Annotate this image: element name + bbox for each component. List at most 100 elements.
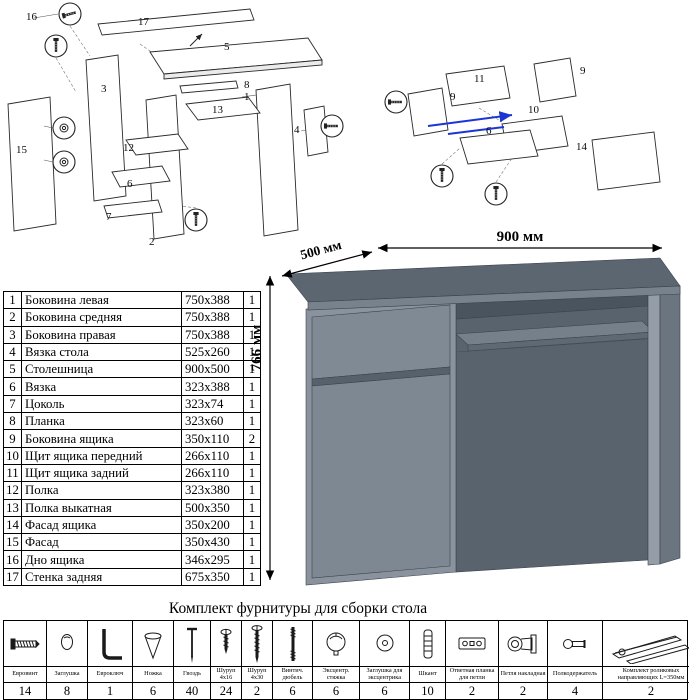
hardware-item-qty: 6: [381, 683, 388, 698]
dimension-lines: [265, 243, 662, 580]
hardware-item-label: Заглушка для эксцентрика: [360, 667, 409, 683]
hardware-item-label: Евроключ: [88, 667, 132, 683]
part-number-cell: 16: [3, 550, 22, 569]
part-number-cell: 17: [3, 567, 22, 587]
part-size-cell: 350x430: [181, 533, 244, 552]
hardware-item-qty: 2: [468, 683, 476, 698]
part-label: 14: [576, 141, 588, 153]
assembly-axes: [441, 107, 513, 183]
part-label: 17: [138, 16, 150, 28]
hardware-item-label: Шуруп 4x16: [211, 667, 241, 683]
part-numbers: 11 9 9 10 6 14: [450, 65, 588, 153]
panel-back-17: [97, 8, 255, 36]
part-name-cell: Вязка: [21, 377, 182, 396]
panel-door-15: [7, 96, 57, 232]
part-number-cell: 3: [3, 325, 22, 344]
hardware-item-label: Ответная планка для петли: [446, 667, 498, 683]
part-label: 5: [224, 41, 230, 53]
hardware-item: Винтич. дюбель 6: [273, 621, 313, 699]
drawer-front: [311, 304, 451, 380]
part-number-cell: 1: [3, 290, 22, 310]
desk-body: [285, 257, 681, 586]
panel-drawer-side-9: [533, 57, 577, 103]
hex-key-icon: [88, 621, 132, 667]
part-name-cell: Боковина ящика: [21, 429, 182, 448]
part-label: 13: [212, 104, 224, 116]
hardware-item-label: Шуруп 4x30: [242, 667, 272, 683]
part-qty-cell: 1: [243, 550, 261, 569]
part-size-cell: 350x110: [181, 429, 244, 448]
hardware-item: Евроключ 1: [88, 621, 133, 699]
panel-drawer-bottom: [459, 129, 539, 165]
hardware-table: Евровинт 14 Заглушка 8 Евроключ 1: [3, 620, 689, 700]
hardware-item-label: Ножка: [133, 667, 173, 683]
hardware-item-qty: 10: [421, 683, 434, 698]
part-label: 6: [486, 125, 492, 137]
depth-dimension-line: [281, 250, 373, 278]
part-number-cell: 13: [3, 498, 22, 517]
cap-icon: [47, 621, 87, 667]
hardware-item: Петля накладная 2: [499, 621, 548, 699]
part-number-cell: 8: [3, 412, 22, 431]
door-front: [311, 373, 451, 579]
hardware-item: Шуруп 4x30 2: [242, 621, 273, 699]
part-number-cell: 9: [3, 429, 22, 448]
part-size-cell: 900x500: [181, 360, 244, 379]
hardware-item-qty: 6: [149, 683, 157, 698]
callout-hinge: [52, 150, 76, 174]
part-label: 6: [127, 178, 133, 190]
hardware-item-label: Петля накладная: [499, 667, 547, 683]
assembly-direction-arrow: [189, 33, 203, 47]
part-label: 4: [294, 124, 300, 136]
cam-lock-icon: [313, 621, 359, 667]
tray-rail: [455, 338, 647, 353]
part-size-cell: 350x200: [181, 515, 244, 535]
part-size-cell: 346x295: [181, 550, 244, 569]
desktop-front-edge: [307, 285, 681, 311]
hardware-item: Эксцентр. стяжка 6: [313, 621, 360, 699]
part-label: 8: [244, 79, 250, 91]
panel-drawer-back-11: [445, 65, 511, 107]
screw-long-icon: [242, 621, 272, 667]
hardware-item-qty: 14: [18, 683, 32, 698]
hardware-item-qty: 2: [253, 683, 261, 698]
part-name-cell: Фасад ящика: [21, 515, 182, 535]
part-size-cell: 266x110: [181, 463, 244, 483]
height-dimension-label: 766 мм: [250, 325, 265, 372]
hinge-icon: [499, 621, 547, 667]
hardware-item-label: Эксцентр. стяжка: [313, 667, 359, 683]
part-number-cell: 15: [3, 533, 22, 552]
part-name-cell: Полка: [21, 481, 182, 500]
panel-rail-6: [111, 165, 171, 188]
part-label: 1: [244, 91, 250, 103]
hardware-item-qty: 4: [571, 683, 579, 698]
part-label: 11: [474, 73, 485, 85]
part-number-cell: 10: [3, 446, 22, 465]
part-qty-cell: 1: [243, 463, 261, 483]
part-numbers: 16 17 5 8 3 13 12 15 6 1 7 2 4: [16, 11, 300, 248]
part-label: 3: [101, 83, 107, 95]
hardware-item: Комплект роликовых направляющих L=350мм …: [603, 621, 689, 699]
hardware-item: Ответная планка для петли 2: [446, 621, 499, 699]
part-qty-cell: 1: [243, 325, 261, 344]
hardware-item-qty: 6: [289, 683, 296, 698]
panel-drawer-side-9: [407, 87, 449, 137]
part-size-cell: 750x388: [181, 325, 244, 344]
part-name-cell: Стенка задняя: [21, 567, 182, 587]
hardware-item-qty: 6: [332, 683, 340, 698]
part-name-cell: Щит ящика задний: [21, 463, 182, 483]
depth-dimension-label: 500 мм: [299, 237, 343, 262]
width-dimension-label: 900 мм: [497, 229, 544, 245]
leader-lines: [33, 13, 307, 163]
part-number-cell: 4: [3, 342, 22, 362]
